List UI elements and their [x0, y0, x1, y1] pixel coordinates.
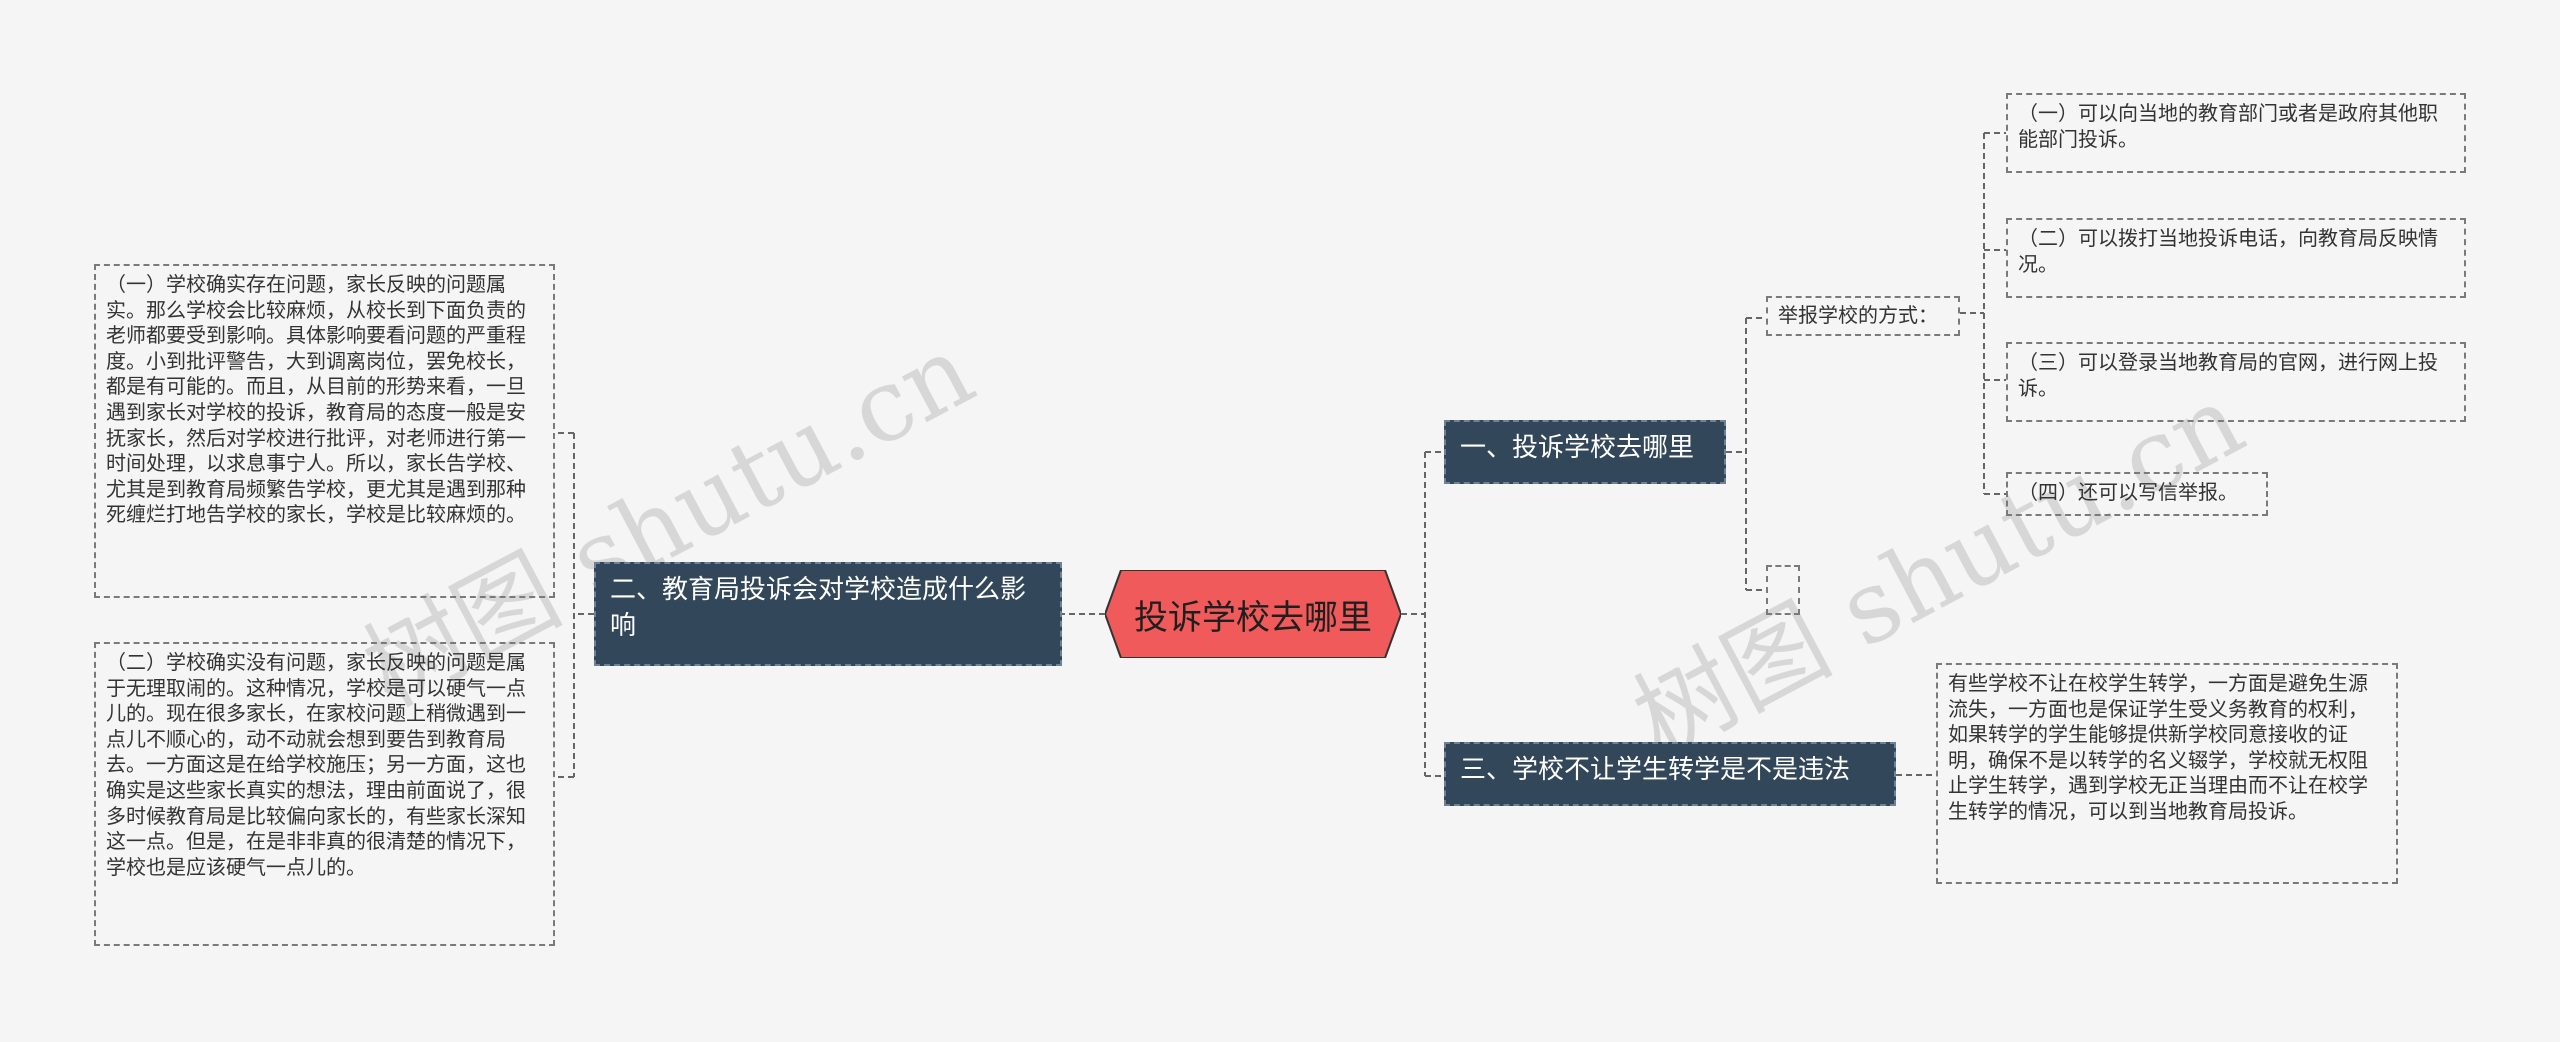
report-method-2[interactable]: （二）可以拨打当地投诉电话，向教育局反映情况。 — [2006, 218, 2466, 298]
report-methods-label[interactable]: 举报学校的方式： — [1766, 296, 1960, 336]
branch-transfer-refusal[interactable]: 三、学校不让学生转学是不是违法 — [1444, 742, 1896, 806]
branch-where-to-complain[interactable]: 一、投诉学校去哪里 — [1444, 420, 1726, 484]
branch-impact-on-school[interactable]: 二、教育局投诉会对学校造成什么影响 — [594, 562, 1062, 666]
collapse-toggle[interactable] — [1766, 565, 1800, 615]
root-shape — [1105, 570, 1401, 658]
transfer-refusal-answer[interactable]: 有些学校不让在校学生转学，一方面是避免生源流失，一方面也是保证学生受义务教育的权… — [1936, 663, 2398, 884]
root-title: 投诉学校去哪里 — [1134, 597, 1372, 638]
impact-case-2[interactable]: （二）学校确实没有问题，家长反映的问题是属于无理取闹的。这种情况，学校是可以硬气… — [94, 642, 555, 946]
report-method-1[interactable]: （一）可以向当地的教育部门或者是政府其他职能部门投诉。 — [2006, 93, 2466, 173]
report-method-4[interactable]: （四）还可以写信举报。 — [2006, 472, 2268, 516]
report-method-3[interactable]: （三）可以登录当地教育局的官网，进行网上投诉。 — [2006, 342, 2466, 422]
impact-case-1[interactable]: （一）学校确实存在问题，家长反映的问题属实。那么学校会比较麻烦，从校长到下面负责… — [94, 264, 555, 598]
root-node[interactable]: 投诉学校去哪里 — [1105, 570, 1401, 658]
